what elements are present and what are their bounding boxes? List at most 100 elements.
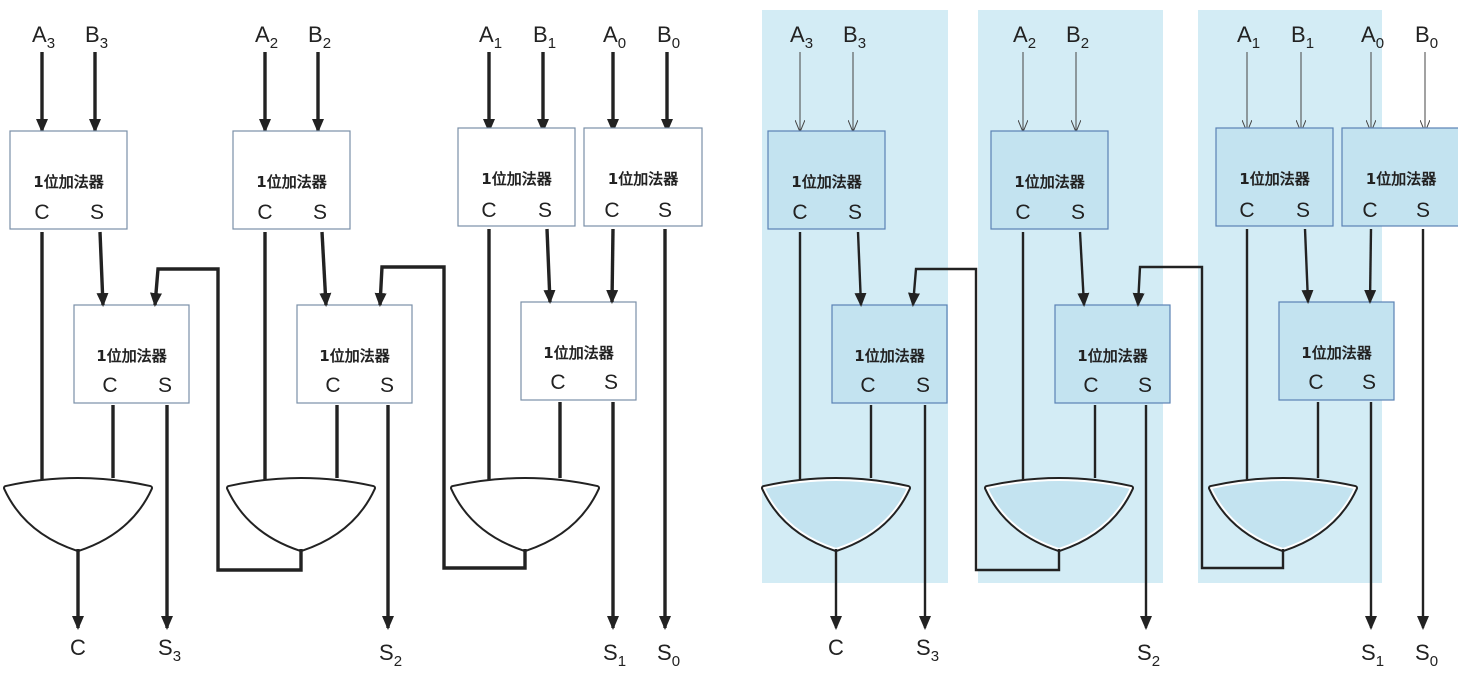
right-adder-top-3-title: 1位加法器 — [791, 173, 862, 191]
left-adder-bottom-1-carry-port: C — [550, 371, 565, 394]
left-or-gate-2 — [226, 477, 376, 552]
right-output-s3: S3 — [916, 635, 939, 665]
right-adder-top-0: 1位加法器 C S — [1341, 127, 1458, 227]
left-input-a3: A3 — [32, 22, 55, 52]
left-adder-top-3-title: 1位加法器 — [33, 173, 104, 191]
right-adder-bottom-3-title: 1位加法器 — [854, 347, 925, 365]
right-output-s0: S0 — [1415, 640, 1438, 670]
left-adder-top-3-carry-port: C — [34, 201, 49, 224]
left-adder-bottom-2-title: 1位加法器 — [319, 347, 390, 365]
left-or-gate-3-inner — [5, 479, 151, 550]
left-output-c: C — [70, 635, 86, 660]
right-adder-top-1-carry-port: C — [1239, 199, 1254, 222]
right-adder-top-1-title: 1位加法器 — [1239, 170, 1310, 188]
right-adder-top-2-rect — [990, 130, 1109, 230]
right-adder-top-3-rect — [767, 130, 886, 230]
right-input-b3: B3 — [843, 22, 866, 52]
left-output-s1: S1 — [603, 640, 626, 670]
left-carry-wire-0 — [606, 228, 619, 304]
right-adder-top-2: 1位加法器 C S — [990, 130, 1109, 230]
left-adder-bottom-2-carry-port: C — [325, 374, 340, 397]
right-adder-bottom-1-title: 1位加法器 — [1301, 344, 1372, 362]
right-carry-chain-1-to-2 — [1132, 265, 1285, 570]
right-sum-wire-1 — [1301, 228, 1314, 304]
right-sum-wire-3 — [854, 231, 867, 307]
left-or-gate-1-inner — [452, 479, 598, 550]
left-adder-top-1-rect — [457, 127, 576, 227]
left-input-a0: A0 — [603, 22, 626, 52]
right-adder-bottom-3: 1位加法器 C S — [831, 304, 948, 404]
left-adder-bottom-3-sum-port: S — [158, 374, 172, 397]
right-adder-top-3-sum-port: S — [848, 201, 862, 224]
left-carry-chain-2-to-3 — [150, 267, 303, 572]
right-adder-top-1-rect — [1215, 127, 1334, 227]
left-adder-top-3-rect — [9, 130, 128, 230]
left-output-s2: S2 — [379, 640, 402, 670]
left-adder-bottom-2: 1位加法器 C S — [296, 304, 413, 404]
right-adder-top-1-sum-port: S — [1296, 199, 1310, 222]
right-output-s2: S2 — [1137, 640, 1160, 670]
left-adder-top-2-carry-port: C — [257, 201, 272, 224]
right-adder-bottom-3-sum-port: S — [916, 374, 930, 397]
left-adder-top-2-title: 1位加法器 — [256, 173, 327, 191]
left-or-gate-1 — [450, 477, 600, 552]
right-adder-top-0-title: 1位加法器 — [1366, 170, 1437, 188]
left-adder-bottom-2-rect — [296, 304, 413, 404]
left-adder-top-0-title: 1位加法器 — [608, 170, 679, 188]
left-input-b0: B0 — [657, 22, 680, 52]
left-adder-top-0-rect — [583, 127, 703, 227]
right-adder-bottom-3-rect — [831, 304, 948, 404]
right-adder-bottom-1: 1位加法器 C S — [1278, 301, 1395, 401]
right-adder-top-3-carry-port: C — [792, 201, 807, 224]
right-adder-top-0-carry-port: C — [1362, 199, 1377, 222]
right-or-gate-3 — [761, 477, 911, 552]
left-sum-wire-2 — [319, 231, 332, 307]
left-sum-wire-1 — [543, 228, 556, 304]
left-input-a1: A1 — [479, 22, 502, 52]
right-adder-bottom-1-rect — [1278, 301, 1395, 401]
left-adder-top-0-sum-port: S — [658, 199, 672, 222]
left-adder-top-1-carry-port: C — [481, 199, 496, 222]
right-adder-top-2-sum-port: S — [1071, 201, 1085, 224]
right-adder-top-0-rect — [1341, 127, 1458, 227]
right-adder-top-2-title: 1位加法器 — [1014, 173, 1085, 191]
left-adder-top-2: 1位加法器 C S — [232, 130, 351, 230]
right-adder-top-1: 1位加法器 C S — [1215, 127, 1334, 227]
right-input-b1: B1 — [1291, 22, 1314, 52]
left-adder-bottom-1-title: 1位加法器 — [543, 344, 614, 362]
right-adder-bottom-2-title: 1位加法器 — [1077, 347, 1148, 365]
right-adder-bottom-2-carry-port: C — [1083, 374, 1098, 397]
right-adder-bottom-2-rect — [1054, 304, 1171, 404]
right-adder-top-2-carry-port: C — [1015, 201, 1030, 224]
right-or-gate-1 — [1208, 477, 1358, 552]
left-adder-bottom-3-title: 1位加法器 — [96, 347, 167, 365]
right-output-c: C — [828, 635, 844, 660]
right-or-gate-3-inner — [763, 479, 909, 550]
left-output-s0: S0 — [657, 640, 680, 670]
left-adder-top-1-sum-port: S — [538, 199, 552, 222]
right-adder-bottom-1-carry-port: C — [1308, 371, 1323, 394]
right-carry-wire-0 — [1364, 228, 1377, 304]
left-adder-top-2-rect — [232, 130, 351, 230]
right-adder-bottom-1-sum-port: S — [1362, 371, 1376, 394]
right-adder-bottom-3-carry-port: C — [860, 374, 875, 397]
left-adder-bottom-1-rect — [520, 301, 637, 401]
right-adder-top-0-sum-port: S — [1416, 199, 1430, 222]
right-input-a2: A2 — [1013, 22, 1036, 52]
right-sum-wire-2 — [1077, 231, 1090, 307]
left-input-a2: A2 — [255, 22, 278, 52]
right-carry-chain-2-to-3 — [908, 267, 1061, 572]
left-adder-top-2-sum-port: S — [313, 201, 327, 224]
left-adder-bottom-2-sum-port: S — [380, 374, 394, 397]
left-carry-chain-1-to-2 — [374, 265, 527, 570]
right-output-s1: S1 — [1361, 640, 1384, 670]
right-input-b0: B0 — [1415, 22, 1438, 52]
left-adder-top-0-carry-port: C — [604, 199, 619, 222]
left-input-b2: B2 — [308, 22, 331, 52]
